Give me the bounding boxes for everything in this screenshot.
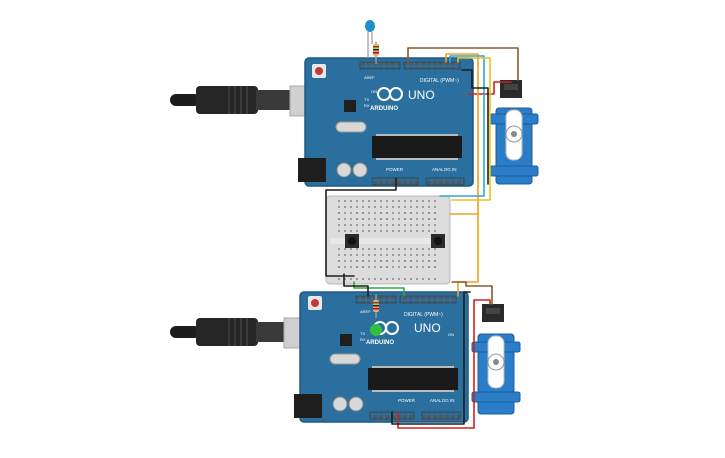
servo-motor-top[interactable] bbox=[489, 80, 539, 185]
power-header-label: POWER bbox=[386, 167, 404, 172]
pushbutton-right[interactable] bbox=[431, 234, 445, 248]
wire-black-top-bb[interactable] bbox=[325, 177, 397, 277]
arduino-brand-label: ARDUINO bbox=[366, 340, 394, 346]
led-green-bottom[interactable] bbox=[370, 324, 382, 336]
arduino-logo-top bbox=[377, 87, 403, 101]
analog-header-label: ANALOG IN bbox=[430, 398, 455, 403]
wire-yellow-top-bb[interactable] bbox=[451, 57, 491, 201]
resistor-bottom[interactable] bbox=[373, 294, 379, 318]
wire-blue-top[interactable] bbox=[439, 55, 485, 197]
resistor-top[interactable] bbox=[373, 42, 379, 64]
arduino-uno-board-top[interactable]: AREF DIGITAL (PWM~) ARDUINO UNO ON TX RX… bbox=[298, 57, 474, 187]
wire-orange-bb-bottom[interactable] bbox=[457, 213, 479, 297]
servo-motor-bottom[interactable] bbox=[471, 304, 521, 415]
on-label: ON bbox=[371, 89, 377, 94]
wire-black-bb-bottom[interactable] bbox=[343, 273, 369, 297]
digital-header-label: DIGITAL (PWM~) bbox=[404, 312, 443, 318]
microcontroller-chip-bottom bbox=[368, 368, 458, 390]
uno-model-label: UNO bbox=[408, 88, 435, 102]
pushbutton-left[interactable] bbox=[345, 234, 359, 248]
power-header-label: POWER bbox=[398, 398, 416, 403]
wire-orange-top-servo[interactable] bbox=[445, 53, 479, 215]
power-jack-top bbox=[298, 158, 326, 182]
tx-label: TX bbox=[360, 331, 365, 336]
wire-black-bottom-gnd[interactable] bbox=[391, 291, 471, 425]
wire-green-bb-bottom[interactable] bbox=[353, 281, 405, 297]
wire-brown-top-servo[interactable] bbox=[407, 47, 519, 81]
tx-label: TX bbox=[364, 97, 369, 102]
aref-label: AREF bbox=[364, 75, 375, 80]
uno-model-label: UNO bbox=[414, 321, 441, 335]
wire-brown-bb-bottom[interactable] bbox=[451, 281, 493, 305]
led-blue-top[interactable] bbox=[365, 20, 375, 58]
wire-red-top-servo[interactable] bbox=[467, 81, 512, 95]
on-label: ON bbox=[448, 332, 454, 337]
rx-label: RX bbox=[364, 103, 370, 108]
breadboard[interactable] bbox=[325, 195, 451, 285]
digital-header-label: DIGITAL (PWM~) bbox=[420, 78, 459, 84]
arduino-brand-label: ARDUINO bbox=[370, 106, 398, 112]
wire-red-bottom-servo[interactable] bbox=[397, 299, 491, 429]
wire-black-top-gnd[interactable] bbox=[461, 69, 489, 185]
microcontroller-chip-top bbox=[372, 136, 462, 158]
analog-header-label: ANALOG IN bbox=[432, 167, 457, 172]
power-jack-bottom bbox=[294, 394, 322, 418]
aref-label: AREF bbox=[360, 309, 371, 314]
rx-label: RX bbox=[360, 337, 366, 342]
arduino-uno-board-bottom[interactable]: AREF DIGITAL (PWM~) ARDUINO UNO TX RX ON… bbox=[294, 291, 469, 423]
